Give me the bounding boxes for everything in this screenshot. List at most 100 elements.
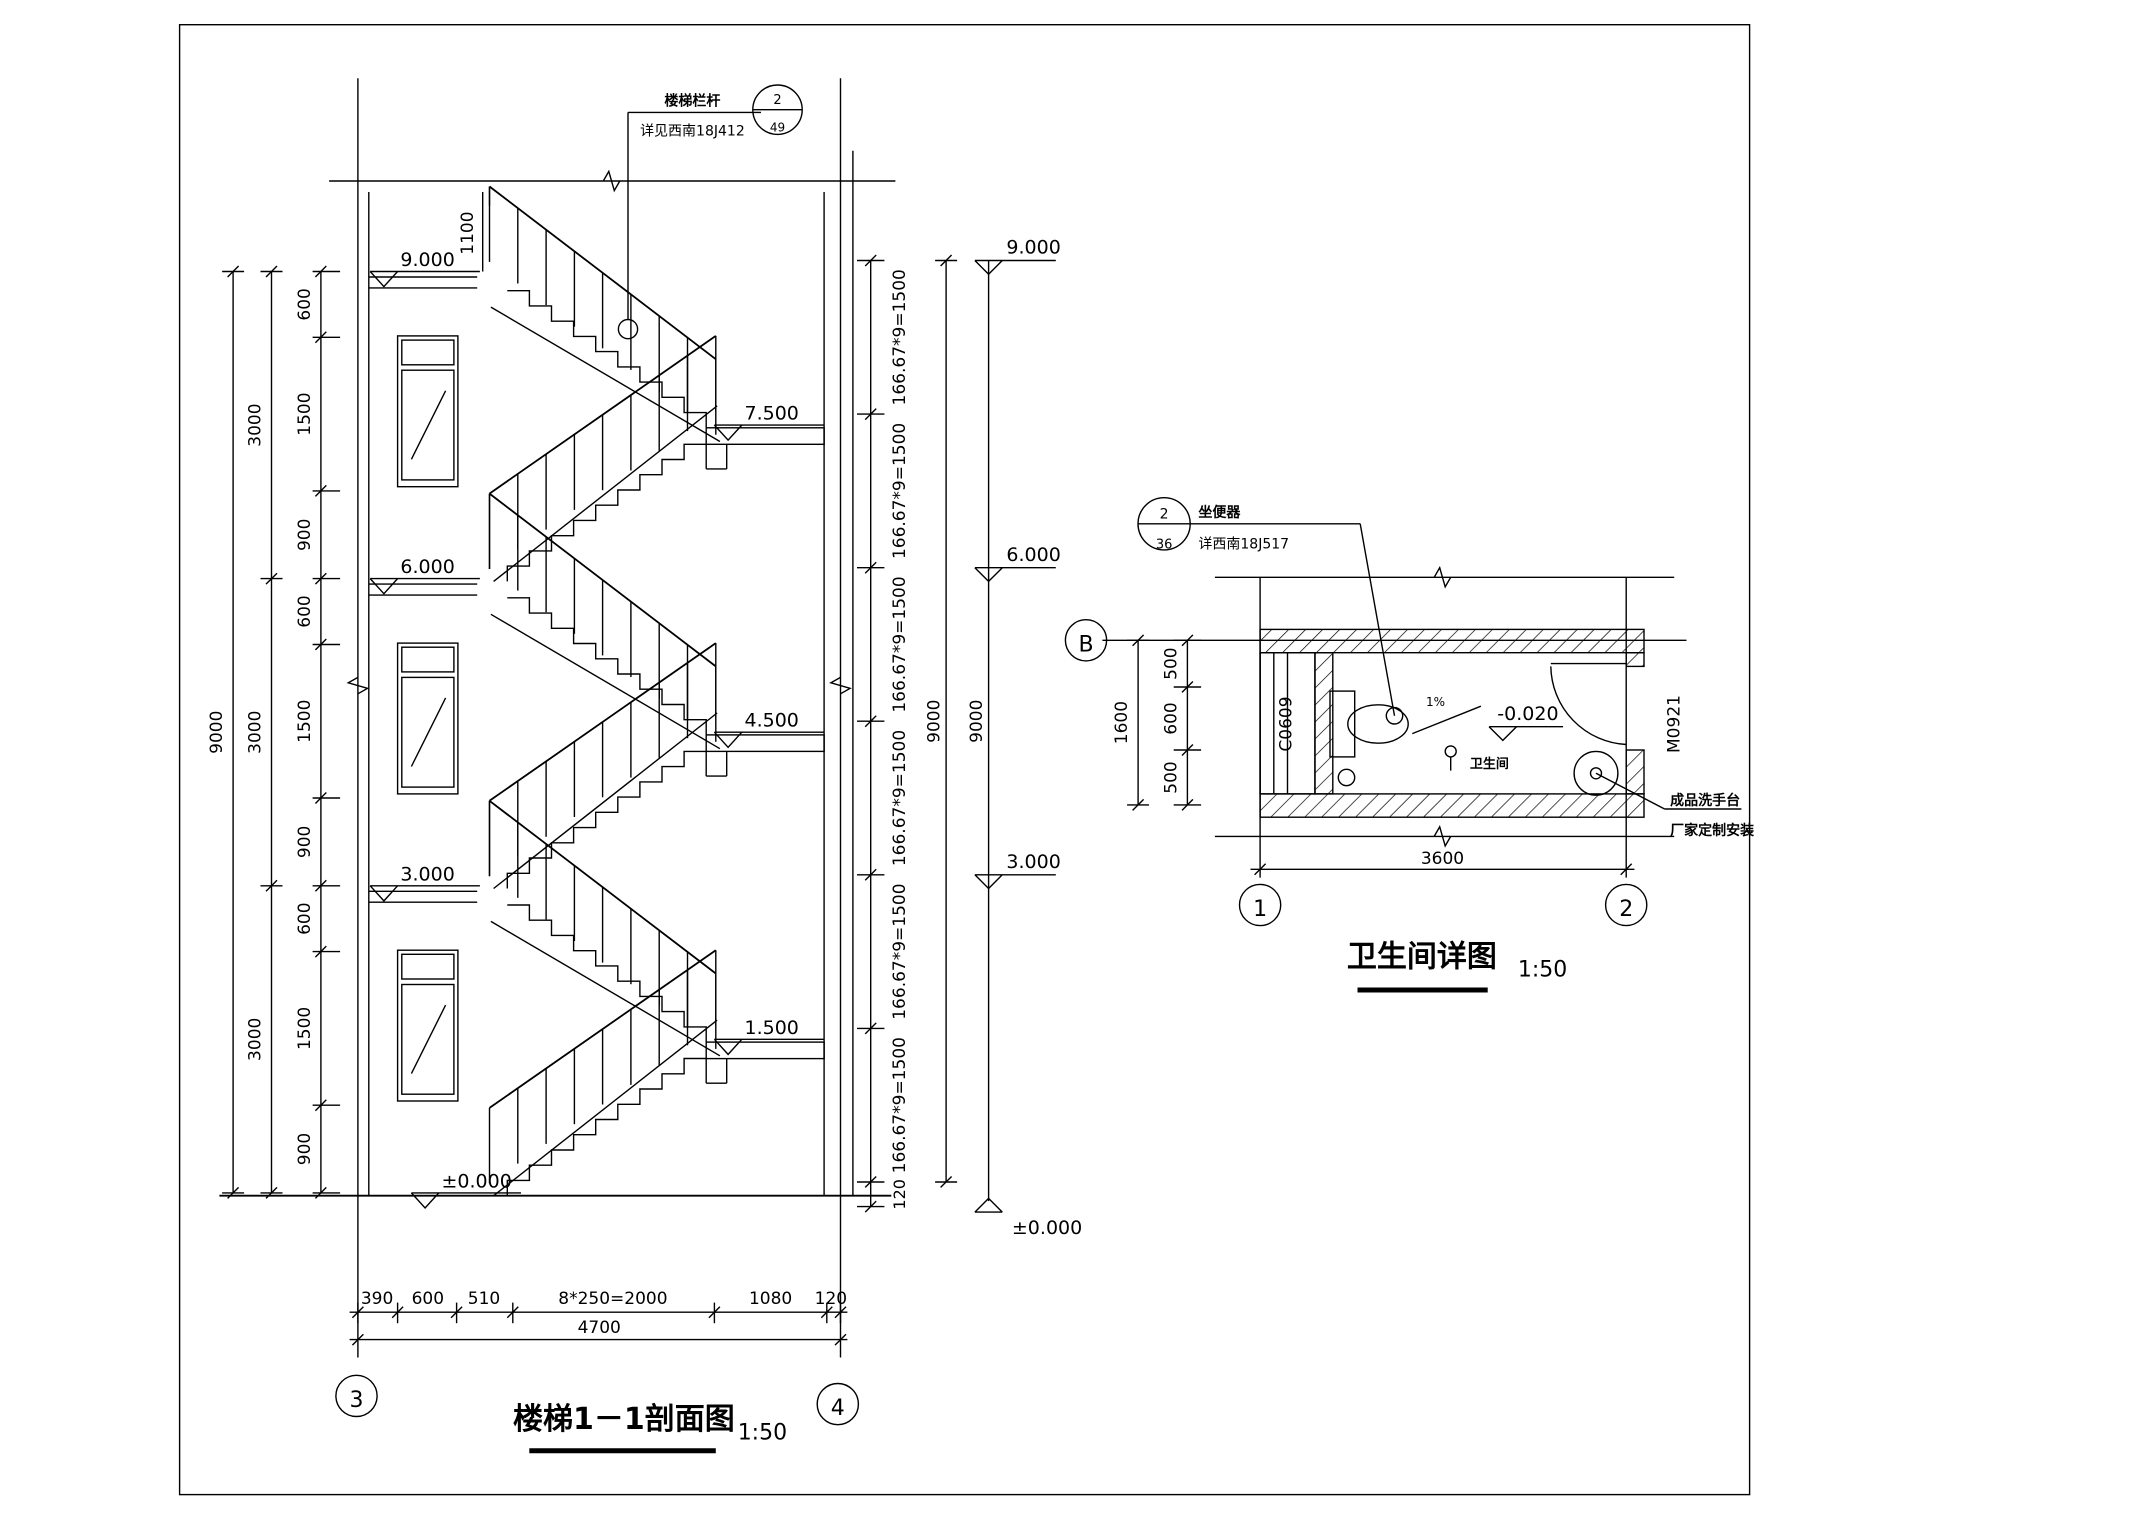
level-mark-triangle xyxy=(369,578,399,595)
dimension-tick xyxy=(314,945,327,958)
window-glass xyxy=(401,676,455,788)
dimension-tick xyxy=(864,254,877,267)
level-mark-triangle xyxy=(410,1192,440,1210)
stair-section-title: 楼梯1－1剖面图 xyxy=(513,1402,735,1437)
bath-dim-600: 600 xyxy=(1162,702,1182,734)
bath-level-triangle xyxy=(1488,726,1517,742)
door-swing xyxy=(1550,666,1627,746)
window-glass-mark xyxy=(410,697,447,767)
sink-note-2: 厂家定制安装 xyxy=(1670,822,1755,839)
left-dim-inner: 1500 xyxy=(295,700,315,743)
window-sash xyxy=(401,339,455,366)
slope-arrow xyxy=(1412,705,1482,735)
window-sash xyxy=(401,646,455,673)
bath-dim-500b: 500 xyxy=(1162,761,1182,793)
stair-slab-underside xyxy=(490,306,721,443)
level-1500: 1.500 xyxy=(745,1017,799,1039)
level-7500: 7.500 xyxy=(745,403,799,425)
level-4500: 4.500 xyxy=(745,710,799,732)
break-symbol xyxy=(1433,565,1452,589)
toilet-sheet-no: 36 xyxy=(1156,538,1173,553)
drawing-frame xyxy=(178,24,1751,1496)
dimension-tick xyxy=(450,1306,463,1319)
dimension-tick xyxy=(708,1306,721,1319)
break-symbol xyxy=(1433,825,1452,848)
riser-dim: 166.67*9=1500 xyxy=(890,423,910,559)
break-symbol xyxy=(829,676,852,695)
landing-slab xyxy=(705,1041,825,1060)
right-level-triangle xyxy=(974,260,1003,276)
left-dim-inner: 600 xyxy=(295,595,315,627)
bath-level: -0.020 xyxy=(1497,703,1558,725)
east-wall-top xyxy=(1625,652,1645,668)
break-symbol xyxy=(346,676,370,695)
left-dim-outer: 9000 xyxy=(207,711,227,754)
axis-label-4: 4 xyxy=(831,1396,845,1421)
dimension-tick xyxy=(864,408,877,421)
bottom-dim: 8*250=2000 xyxy=(558,1289,667,1309)
window-glass-mark xyxy=(410,1004,447,1074)
dimension-tick xyxy=(391,1306,404,1319)
dimension-tick xyxy=(314,484,327,497)
break-dimension: 1100 xyxy=(458,211,478,254)
bath-dim-3600: 3600 xyxy=(1421,849,1464,869)
door-label: M0921 xyxy=(1665,695,1685,753)
dimension-tick xyxy=(820,1306,833,1319)
dimension-tick xyxy=(1254,863,1267,876)
axis-bubble-2 xyxy=(1604,883,1648,927)
dimension-tick xyxy=(864,1176,877,1188)
dimension-tick xyxy=(314,331,327,344)
bathroom-scale: 1:50 xyxy=(1518,957,1567,982)
bottom-dim: 1080 xyxy=(749,1289,792,1309)
axis-bubble-3 xyxy=(335,1374,378,1418)
handrail xyxy=(488,335,717,495)
south-wall xyxy=(1259,793,1645,818)
railing-sheet-no: 49 xyxy=(770,121,785,135)
axis-label-3: 3 xyxy=(350,1388,364,1413)
sink-note-1: 成品洗手台 xyxy=(1670,792,1740,809)
sink-basin xyxy=(1573,750,1619,796)
landing-slab xyxy=(705,427,825,445)
axis-label-1: 1 xyxy=(1253,897,1267,922)
stair-slab-underside xyxy=(493,405,718,582)
dimension-tick xyxy=(864,561,877,574)
dimension-tick xyxy=(314,1186,327,1199)
toilet-callout-leader xyxy=(1359,523,1396,716)
landing-slab xyxy=(705,734,825,753)
bottom-dim: 510 xyxy=(468,1289,500,1309)
axis-label-2: 2 xyxy=(1619,897,1633,922)
left-dim-inner: 900 xyxy=(295,1133,315,1165)
dimension-tick xyxy=(1181,681,1194,693)
left-dim-mid: 3000 xyxy=(246,711,266,754)
bath-dim-1600: 1600 xyxy=(1112,701,1132,744)
bottom-dim: 120 xyxy=(815,1289,847,1309)
window-label: C0609 xyxy=(1277,696,1297,751)
right-level-triangle xyxy=(974,874,1003,890)
dimension-tick xyxy=(864,1022,877,1035)
dimension-tick xyxy=(314,265,327,278)
bottom-total-dim: 4700 xyxy=(578,1318,621,1338)
dimension-tick xyxy=(314,572,327,585)
right-level-triangle xyxy=(974,1197,1003,1213)
left-dim-inner: 1500 xyxy=(295,392,315,435)
toilet-callout-label: 坐便器 xyxy=(1198,504,1241,521)
level-mark-triangle xyxy=(713,424,743,442)
right-level-text: 9.000 xyxy=(1006,237,1060,259)
right-level-bottom: ±0.000 xyxy=(1012,1217,1082,1239)
stair-steps xyxy=(507,904,707,1043)
right-total-1: 9000 xyxy=(924,700,944,743)
level-6000: 6.000 xyxy=(400,556,454,578)
left-dim-inner: 600 xyxy=(295,288,315,320)
east-wall xyxy=(1625,749,1645,795)
level-0000: ±0.000 xyxy=(442,1170,512,1192)
floor-drain xyxy=(1337,768,1356,787)
sink-leader xyxy=(1595,772,1665,810)
stair-steps xyxy=(507,597,707,735)
stair-steps xyxy=(506,750,707,889)
axis-bubble-1 xyxy=(1238,883,1282,927)
axis-bubble-B xyxy=(1064,619,1108,662)
level-mark-triangle xyxy=(713,731,743,749)
riser-dim: 166.67*9=1500 xyxy=(890,269,910,405)
railing-callout-ref: 详见西南18J412 xyxy=(640,124,745,140)
railing-callout-pointer xyxy=(617,318,639,340)
